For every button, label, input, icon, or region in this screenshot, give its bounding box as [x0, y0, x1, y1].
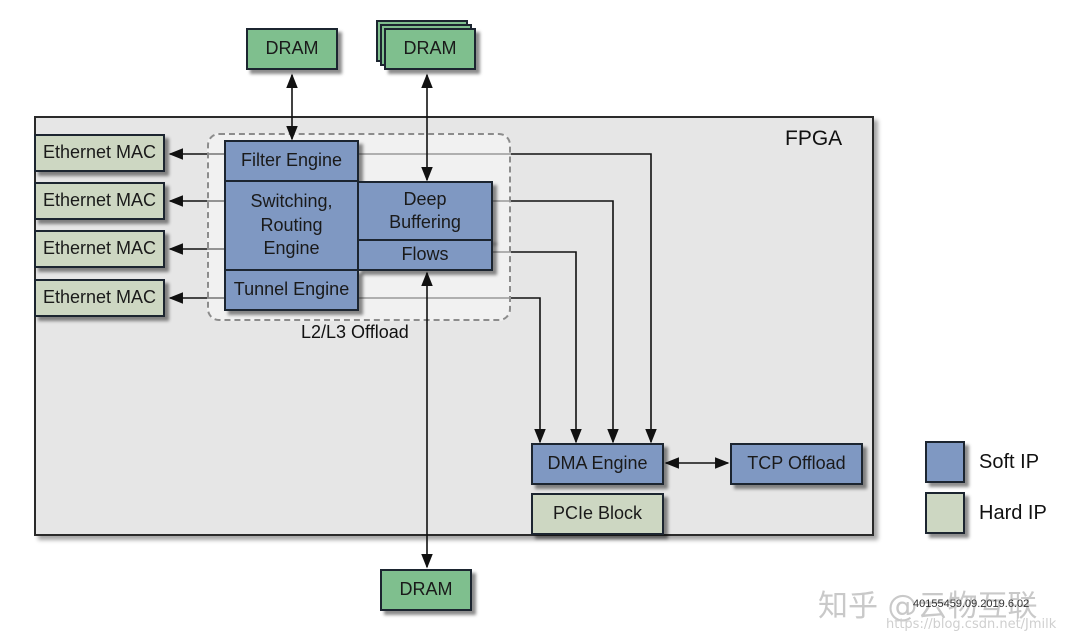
flows: Flows [357, 239, 493, 271]
figure-id: 40155459.09.2019.6.02 [913, 598, 1030, 610]
legend-soft-ip-swatch [925, 441, 965, 483]
ethernet-mac-4: Ethernet MAC [34, 279, 165, 317]
dram-top-center: DRAM [384, 28, 476, 70]
legend-hard-ip-label: Hard IP [979, 502, 1047, 524]
tcp-offload: TCP Offload [730, 443, 863, 485]
deep-buffering: Deep Buffering [357, 181, 493, 241]
tunnel-engine: Tunnel Engine [224, 269, 359, 311]
dma-engine: DMA Engine [531, 443, 664, 485]
watermark-zhihu: 知乎 @云物互联 [818, 589, 1038, 624]
fpga-label: FPGA [785, 127, 843, 150]
ethernet-mac-3: Ethernet MAC [34, 230, 165, 268]
pcie-block: PCIe Block [531, 493, 664, 535]
legend-hard-ip-swatch [925, 492, 965, 534]
ethernet-mac-1: Ethernet MAC [34, 134, 165, 172]
watermark-url: https://blog.csdn.net/Jmilk [886, 617, 1057, 632]
dram-top-left: DRAM [246, 28, 338, 70]
filter-engine: Filter Engine [224, 140, 359, 182]
switching-routing-engine: Switching, Routing Engine [224, 180, 359, 271]
legend-soft-ip-label: Soft IP [979, 451, 1040, 473]
offload-label: L2/L3 Offload [301, 322, 409, 342]
dram-bottom: DRAM [380, 569, 472, 611]
ethernet-mac-2: Ethernet MAC [34, 182, 165, 220]
